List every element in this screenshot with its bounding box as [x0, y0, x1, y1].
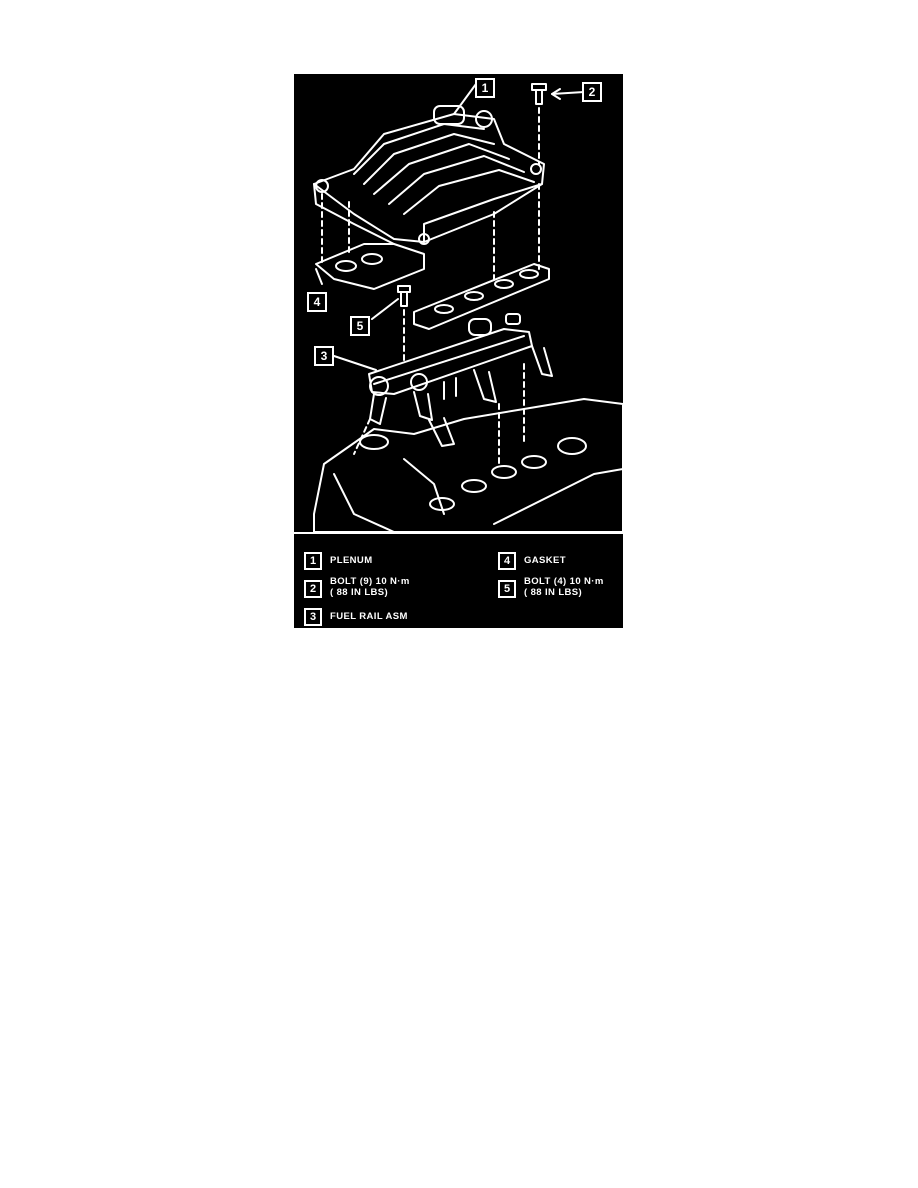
lower-manifold-drawing	[313, 363, 623, 532]
leader-line-3	[333, 355, 377, 371]
fuel-rail-drawing	[353, 313, 553, 455]
legend-label: FUEL RAIL ASM	[330, 611, 408, 622]
parts-illustration	[313, 83, 623, 532]
legend-number: 4	[498, 552, 516, 570]
gasket-drawing	[315, 183, 550, 330]
leader-line-5	[371, 298, 399, 320]
legend-label: GASKET	[524, 555, 566, 566]
plenum-drawing	[313, 105, 545, 245]
callout-4: 4	[307, 292, 327, 312]
legend-label: PLENUM	[330, 555, 373, 566]
leader-line-4	[315, 268, 323, 285]
callout-3: 3	[314, 346, 334, 366]
leader-line-1	[453, 83, 477, 115]
legend-number: 1	[304, 552, 322, 570]
rail-bolt-drawing	[397, 285, 411, 365]
legend-label: BOLT (9) 10 N·m ( 88 IN LBS)	[330, 576, 410, 598]
callout-5: 5	[350, 316, 370, 336]
exploded-diagram-figure: 1 2 3 4 5 1 PLENUM 2 BOLT (9) 10 N·m ( 8…	[294, 74, 623, 628]
legend-item-gasket: 4 GASKET	[498, 552, 566, 570]
callout-1: 1	[475, 78, 495, 98]
legend-number: 5	[498, 580, 516, 598]
legend-divider	[294, 532, 623, 534]
legend-item-bolt-rail: 5 BOLT (4) 10 N·m ( 88 IN LBS)	[498, 576, 604, 598]
legend-item-bolt-plenum: 2 BOLT (9) 10 N·m ( 88 IN LBS)	[304, 576, 410, 598]
plenum-bolt-drawing	[531, 83, 585, 165]
legend-item-fuel-rail: 3 FUEL RAIL ASM	[304, 608, 408, 626]
callout-2: 2	[582, 82, 602, 102]
legend-item-plenum: 1 PLENUM	[304, 552, 373, 570]
parts-legend: 1 PLENUM 2 BOLT (9) 10 N·m ( 88 IN LBS) …	[294, 532, 623, 628]
legend-label: BOLT (4) 10 N·m ( 88 IN LBS)	[524, 576, 604, 598]
legend-number: 2	[304, 580, 322, 598]
legend-number: 3	[304, 608, 322, 626]
